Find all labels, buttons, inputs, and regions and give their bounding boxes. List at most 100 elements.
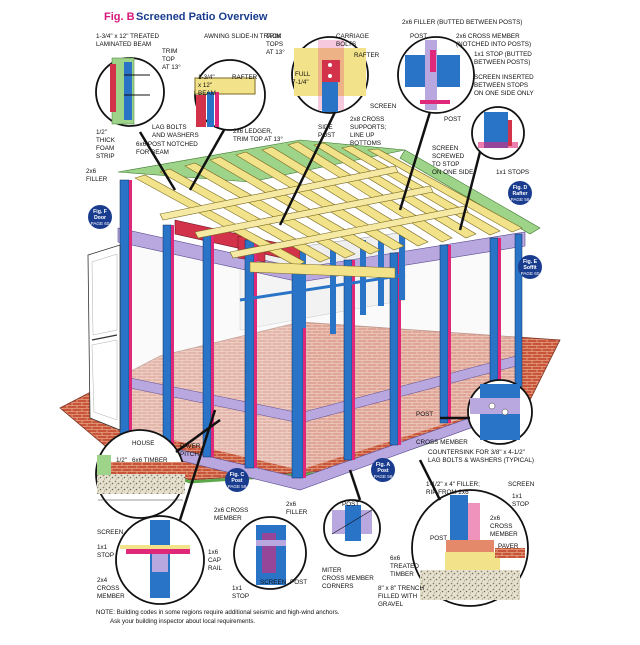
svg-text:BOTTOMS: BOTTOMS bbox=[350, 140, 381, 147]
label-beam-small: 1-3/4" bbox=[198, 74, 215, 81]
svg-text:STOP: STOP bbox=[232, 593, 249, 600]
label-filler-br: 1-1/2" x 4" FILLER; bbox=[426, 481, 480, 488]
svg-text:TREATED: TREATED bbox=[390, 563, 419, 570]
svg-text:CROSS: CROSS bbox=[97, 585, 119, 592]
detail-cap-rail bbox=[115, 515, 205, 605]
label-screen-screwed: SCREEN bbox=[432, 145, 459, 152]
svg-text:SUPPORTS;: SUPPORTS; bbox=[350, 124, 387, 131]
label-rafter: RAFTER bbox=[232, 74, 258, 81]
leader-miter bbox=[348, 469, 362, 501]
detail-tag-post: Fig. C Post PAGE 59 bbox=[225, 468, 249, 492]
svg-text:LAG BOLTS & WASHERS (TYPICAL): LAG BOLTS & WASHERS (TYPICAL) bbox=[428, 457, 534, 464]
svg-text:CAP: CAP bbox=[208, 557, 221, 564]
svg-text:MEMBER: MEMBER bbox=[490, 531, 518, 538]
detail-rafter-bolts bbox=[291, 36, 369, 114]
label-screen-top: SCREEN bbox=[370, 103, 397, 110]
svg-text:x 12": x 12" bbox=[198, 82, 212, 89]
label-stop-bl: 1x1 bbox=[97, 544, 108, 551]
svg-text:FILLER: FILLER bbox=[86, 176, 108, 183]
label-screen-br: SCREEN bbox=[508, 481, 535, 488]
svg-text:Door: Door bbox=[94, 215, 106, 221]
leader-screen-stop bbox=[458, 151, 482, 231]
label-trim-top: TRIM bbox=[162, 48, 177, 55]
detail-tag-rafter: Fig. D Rafter PAGE 58 bbox=[508, 181, 532, 205]
svg-text:ON ONE SIDE: ON ONE SIDE bbox=[432, 169, 473, 176]
leader-beam-notch bbox=[138, 131, 177, 191]
label-house: HOUSE bbox=[132, 440, 154, 447]
svg-text:ON ONE SIDE ONLY: ON ONE SIDE ONLY bbox=[474, 90, 535, 97]
side-posts bbox=[343, 233, 523, 461]
svg-text:TRIM TOP AT 13°: TRIM TOP AT 13° bbox=[233, 135, 283, 143]
label-stops-right: 1x1 STOPS bbox=[496, 169, 529, 176]
svg-text:TOP: TOP bbox=[162, 56, 175, 63]
detail-paver-pitch bbox=[95, 429, 185, 519]
label-awning-track: AWNING SLIDE-IN TRACK bbox=[204, 33, 282, 40]
front-rafter-edge bbox=[249, 261, 396, 279]
label-post-miter: POST bbox=[342, 501, 359, 508]
detail-beam-notch bbox=[95, 57, 165, 127]
svg-text:CROSS: CROSS bbox=[490, 523, 512, 530]
label-cross-member-bc: 2x6 CROSS bbox=[214, 507, 248, 514]
svg-text:STOP: STOP bbox=[97, 552, 114, 559]
patio-structure bbox=[59, 139, 561, 491]
label-cross-member-mid: CROSS MEMBER bbox=[416, 439, 468, 446]
label-cross-br: 2x6 bbox=[490, 515, 501, 522]
label-paver-pitch: PAVER bbox=[180, 443, 201, 450]
svg-text:Fig. A: Fig. A bbox=[376, 462, 390, 468]
label-ledger: 2x6 LEDGER, bbox=[233, 128, 273, 135]
detail-miter bbox=[323, 499, 381, 557]
roof-purlins bbox=[159, 165, 469, 259]
svg-text:STOP: STOP bbox=[512, 501, 529, 508]
svg-text:FILLED WITH: FILLED WITH bbox=[378, 593, 418, 600]
svg-text:6x6 TIMBER: 6x6 TIMBER bbox=[132, 457, 168, 464]
label-stop-br: 1x1 bbox=[512, 493, 523, 500]
label-side-post: SIDE bbox=[318, 124, 333, 131]
label-post-notched: 6x6 POST NOTCHED bbox=[136, 141, 198, 148]
leader-awning bbox=[188, 129, 226, 191]
detail-footing bbox=[411, 489, 529, 607]
label-screen-inserted: SCREEN INSERTED bbox=[474, 74, 534, 81]
svg-text:BOLTS: BOLTS bbox=[336, 41, 356, 48]
detail-awning-track bbox=[194, 59, 266, 131]
svg-text:(NOTCHED INTO POSTS): (NOTCHED INTO POSTS) bbox=[456, 41, 531, 48]
label-post-bc: POST bbox=[290, 579, 307, 586]
svg-text:PAGE 59: PAGE 59 bbox=[228, 484, 247, 489]
label-rafter-2: RAFTER bbox=[354, 52, 380, 59]
svg-text:MEMBER: MEMBER bbox=[214, 515, 242, 522]
svg-text:Fig. E: Fig. E bbox=[523, 259, 538, 265]
label-screen-bl: SCREEN bbox=[97, 529, 124, 536]
label-cross-member-top: 2x6 CROSS MEMBER bbox=[456, 33, 520, 40]
label-countersink: COUNTERSINK FOR 3/8" x 4-1/2" bbox=[428, 449, 525, 456]
figure-label: Fig. B bbox=[104, 11, 135, 23]
svg-text:MEMBER: MEMBER bbox=[97, 593, 125, 600]
svg-text:AND WASHERS: AND WASHERS bbox=[152, 132, 199, 139]
label-timber: 1/2" bbox=[116, 457, 127, 464]
svg-text:GRAVEL: GRAVEL bbox=[378, 601, 404, 608]
label-post-mid: POST bbox=[416, 411, 433, 418]
leader-footing bbox=[418, 459, 442, 501]
svg-text:CORNERS: CORNERS bbox=[322, 583, 354, 590]
svg-text:AT 13°: AT 13° bbox=[162, 63, 181, 71]
svg-text:PITCH: PITCH bbox=[180, 451, 199, 458]
label-carriage-bolts: CARRIAGE bbox=[336, 33, 369, 40]
svg-text:FILLER: FILLER bbox=[286, 509, 308, 516]
svg-text:PAGE 58: PAGE 58 bbox=[511, 197, 530, 202]
detail-filler-bc bbox=[233, 516, 307, 590]
svg-text:Soffit: Soffit bbox=[523, 265, 537, 271]
svg-text:AT 13°: AT 13° bbox=[266, 48, 285, 56]
label-post-br: POST bbox=[430, 535, 447, 542]
svg-text:Post: Post bbox=[377, 468, 389, 474]
svg-text:PAGE 60: PAGE 60 bbox=[521, 271, 540, 276]
label-trench: 8" x 8" TRENCH bbox=[378, 585, 424, 592]
detail-countersink bbox=[467, 379, 533, 445]
footnote-line-1: NOTE: Building codes in some regions req… bbox=[96, 609, 340, 616]
label-full: FULL bbox=[295, 71, 311, 78]
label-filler-left: 2x6 bbox=[86, 168, 97, 175]
svg-text:CROSS MEMBER: CROSS MEMBER bbox=[322, 575, 374, 582]
label-stop-bc: 1x1 bbox=[232, 585, 243, 592]
leader-rafter-bolts bbox=[278, 111, 337, 226]
label-filler-top: 2x6 FILLER (BUTTED BETWEEN POSTS) bbox=[402, 19, 522, 26]
label-filler-bc: 2x6 bbox=[286, 501, 297, 508]
svg-text:LAMINATED BEAM: LAMINATED BEAM bbox=[96, 41, 151, 48]
svg-text:BETWEEN POSTS): BETWEEN POSTS) bbox=[474, 59, 530, 66]
